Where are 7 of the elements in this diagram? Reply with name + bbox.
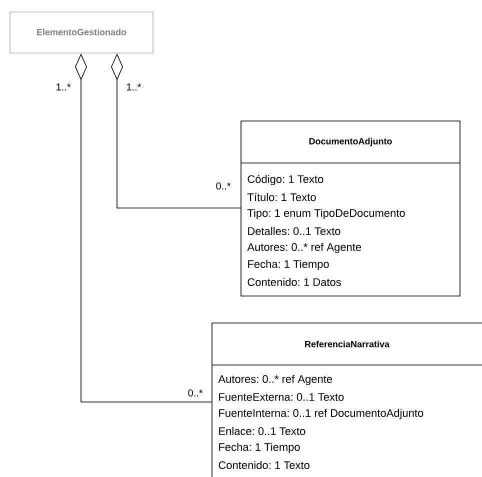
multiplicity-label: 1..* [56, 84, 71, 90]
class-box: DocumentoAdjunto Código: 1 Texto Título: 1 Texto Tipo: 1 enum TipoDeDocumento Detalles: 0..1 Texto Autores: 0..* ref Agente Fecha: 1 Tiempo Contenido: 1 Datos [240, 120, 460, 296]
multiplicity-label: 1..* [126, 84, 142, 90]
multiplicity-label: 0..* [216, 182, 231, 190]
class-box: ReferenciaNarrativa Autores: 0..* ref Agente FuenteExterna: 0..1 Texto FuenteInterna: 0..1 ref DocumentoAdjunto Enlace: 0..1 Texto Fecha: 1 Tiempo Contenido: 1 Texto [212, 322, 482, 477]
class-box: ElementoGestionado [10, 12, 154, 54]
multiplicity-label: 0..* [188, 389, 203, 397]
